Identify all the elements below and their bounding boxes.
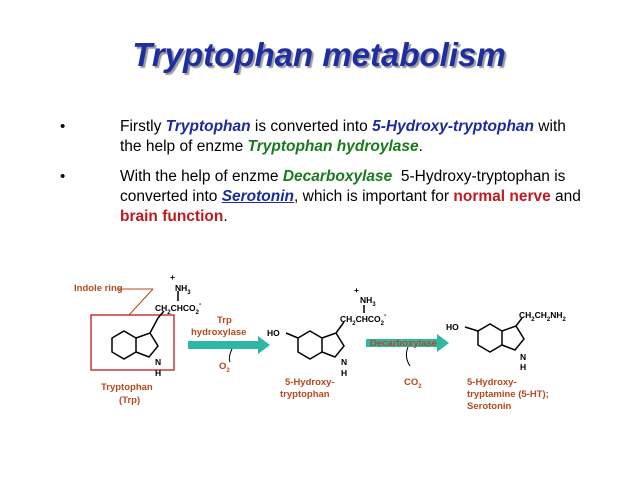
indole-ring-label: Indole ring (74, 283, 123, 294)
serotonin-label: Serotonin (467, 401, 512, 412)
enzyme-hydroxylase-label: hydroxylase (191, 327, 246, 338)
indole-ring-box (90, 314, 175, 371)
ch2chco2-label: CH2CHCO2- (155, 301, 202, 316)
text-span: With the help of enzme (120, 168, 283, 185)
tryptophan-label: Tryptophan (101, 382, 153, 393)
enzyme-decarboxylase-label: Decarboxylase (370, 338, 437, 349)
text-span: . (223, 208, 228, 225)
ch2chco2-label: CH2CHCO2- (340, 312, 387, 327)
bullet-dot: • (60, 118, 66, 135)
hydrogen-label: H (155, 368, 161, 378)
co2-curve (405, 346, 411, 367)
indole-pointer-line (128, 288, 154, 316)
bullet-1-line-2: the help of enzme Tryptophan hydroylase. (120, 137, 423, 157)
tryptophan-structure (111, 291, 179, 360)
term-decarboxylase: Decarboxylase (282, 168, 393, 185)
term-tryptophan: Tryptophan (165, 118, 251, 135)
co2-label: CO2 (404, 377, 422, 390)
bullet-2-line-3: brain function. (120, 207, 228, 227)
text-span: . (418, 138, 423, 155)
5-hydroxy-label: 5-Hydroxy- (285, 377, 335, 388)
text-span: converted into (120, 188, 222, 205)
charge-plus: + (170, 272, 175, 282)
hydrogen-label: H (341, 368, 347, 378)
nh3-label: NH3 (360, 295, 376, 308)
ho-label: HO (446, 322, 459, 332)
bullet-dot: • (60, 168, 66, 185)
text-span: and (550, 188, 581, 205)
nh3-label: NH3 (175, 283, 191, 296)
5-hydroxy-tryptophan-structure (285, 305, 365, 360)
text-span: Firstly (120, 118, 166, 135)
text-span: , which is important for (294, 188, 454, 205)
term-tryptophan-hydroylase: Tryptophan hydroylase (247, 138, 419, 155)
term-serotonin-link[interactable]: Serotonin (221, 188, 295, 205)
bullet-1-line-1: Firstly Tryptophan is converted into 5-H… (120, 117, 566, 137)
arrow-2 (366, 334, 449, 352)
term-normal-nerve: normal nerve (453, 188, 551, 205)
nitrogen-label: N (341, 357, 347, 367)
o2-label: O2 (219, 361, 230, 374)
text-span: the help of enzme (120, 138, 248, 155)
tryptophan-label-2: tryptophan (280, 389, 330, 400)
o2-curve (228, 348, 233, 363)
tryptamine-label: tryptamine (5-HT); (467, 389, 549, 400)
text-span: with (534, 118, 566, 135)
ch2ch2nh2-label: CH2CH2NH2 (519, 310, 567, 323)
text-span: is converted into (250, 118, 373, 135)
enzyme-trp-label: Trp (217, 315, 232, 326)
charge-plus: + (354, 285, 359, 295)
text-span: 5-Hydroxy-tryptophan is (392, 168, 566, 185)
nitrogen-label: N (155, 357, 161, 367)
trp-label: (Trp) (119, 395, 140, 406)
hydrogen-label: H (520, 362, 526, 372)
slide-title: Tryptophan metabolism (132, 36, 506, 73)
5-hydroxy-label-2: 5-Hydroxy- (467, 377, 517, 388)
bullet-2-line-1: With the help of enzme Decarboxylase 5-H… (120, 167, 565, 187)
nitrogen-label: N (520, 352, 526, 362)
arrow-1 (188, 336, 270, 354)
bullet-2-line-2: converted into Serotonin, which is impor… (120, 187, 581, 207)
serotonin-structure (464, 317, 525, 353)
ho-label: HO (267, 328, 280, 338)
term-brain-function: brain function (120, 208, 224, 225)
term-5-hydroxy-tryptophan: 5-Hydroxy-tryptophan (372, 118, 534, 135)
